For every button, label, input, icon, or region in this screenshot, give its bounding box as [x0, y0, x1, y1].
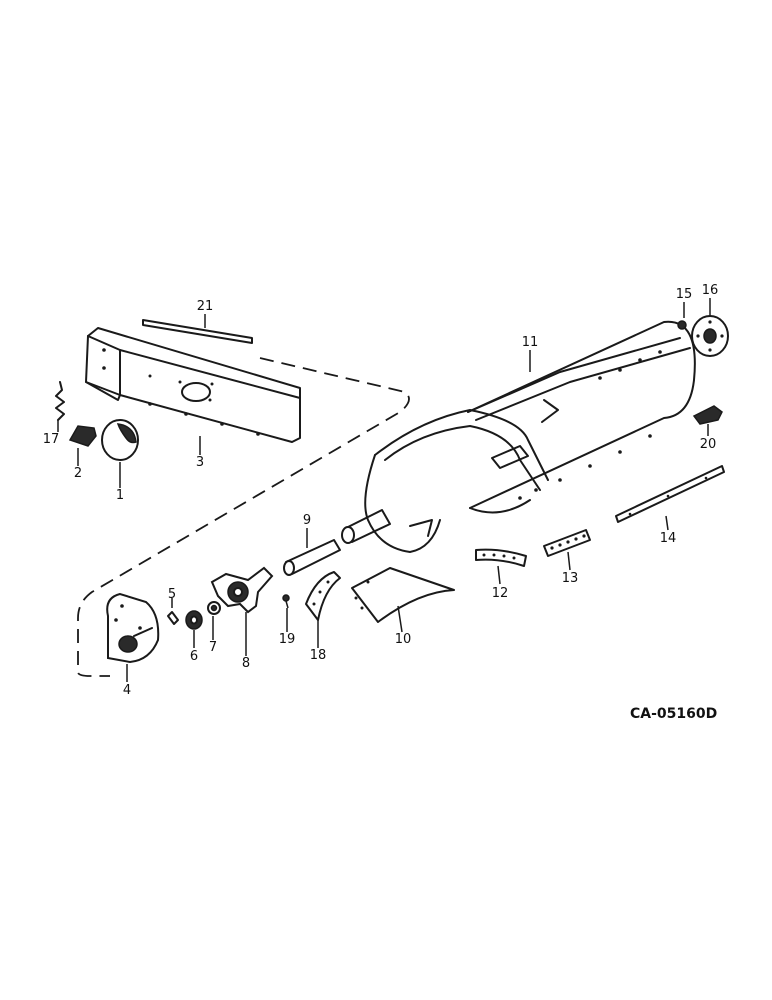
callout-12: 12: [492, 586, 509, 601]
part-10-segment-plate: [351, 567, 455, 623]
part-21-strip: [142, 319, 253, 344]
part-13-plate: [543, 529, 591, 557]
part-5-bolt: [167, 611, 179, 625]
callout-21: 21: [197, 299, 214, 314]
part-17-spring: [55, 381, 65, 421]
callout-14: 14: [660, 531, 677, 546]
part-1-sprocket: [101, 419, 139, 461]
part-8-bearing-flange: [210, 566, 274, 614]
callout-17: 17: [43, 432, 60, 447]
callout-16: 16: [702, 283, 719, 298]
callout-10: 10: [395, 632, 412, 647]
part-15-nut: [677, 320, 687, 330]
callout-5: 5: [168, 587, 176, 602]
part-16-hub-flange: [691, 315, 729, 357]
callout-7: 7: [209, 640, 217, 655]
callout-4: 4: [123, 683, 131, 698]
callout-9: 9: [303, 513, 311, 528]
callout-19: 19: [279, 632, 296, 647]
part-12-curved-strip: [475, 548, 527, 567]
part-14-bar: [615, 465, 725, 523]
callout-15: 15: [676, 287, 693, 302]
part-9-shaft: [283, 539, 341, 576]
callout-8: 8: [242, 656, 250, 671]
part-2-block: [68, 425, 97, 447]
part-4-side-cover: [106, 592, 160, 664]
callout-11: 11: [522, 335, 539, 350]
leader-lines: [57, 298, 711, 682]
callout-2: 2: [74, 466, 82, 481]
drawing-code: CA-05160D: [630, 706, 717, 722]
part-18-curved-bar: [305, 571, 341, 621]
callout-3: 3: [196, 455, 204, 470]
callout-1: 1: [116, 488, 124, 503]
callout-13: 13: [562, 571, 579, 586]
callout-18: 18: [310, 648, 327, 663]
part-7-washer: [207, 601, 221, 615]
part-6-bushing: [185, 610, 203, 630]
callout-20: 20: [700, 437, 717, 452]
part-11-drum: [364, 320, 696, 553]
part-20-bracket: [692, 405, 723, 425]
part-19-bolt: [282, 594, 290, 609]
part-3-channel-housing: [85, 327, 301, 443]
drum-shaft-stub: [341, 509, 391, 544]
callout-6: 6: [190, 649, 198, 664]
assembly-boundary-dashed: [77, 357, 410, 677]
